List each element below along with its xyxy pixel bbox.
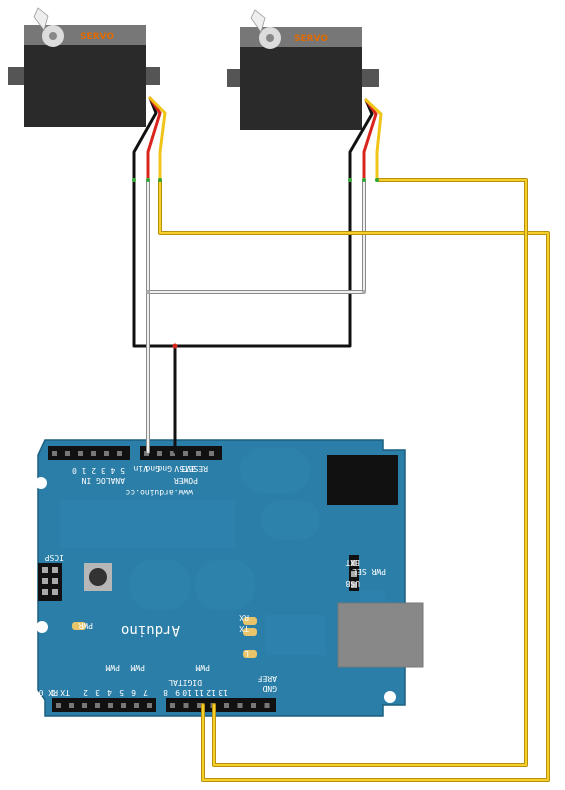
header-pin <box>56 703 61 708</box>
usb-label: USB <box>345 579 360 588</box>
servo-label: SERVO <box>80 32 114 42</box>
board-url: www.arduino.cc <box>125 488 193 497</box>
digital-pin-label: TX 1 <box>51 688 70 697</box>
header-pin <box>157 451 162 456</box>
power-label: POWER <box>174 476 198 485</box>
arduino-board <box>35 439 406 717</box>
digital-pin-label: 8 <box>163 688 168 697</box>
analog-pin-numbers: 5 4 3 2 1 0 <box>72 466 125 475</box>
aref-label: AREF <box>258 674 277 683</box>
board-name: Arduino <box>121 622 180 638</box>
digital-pin-label: 13 <box>218 688 228 697</box>
servo-1: SERVO <box>8 7 160 127</box>
power-jack <box>327 455 398 505</box>
header-pin <box>183 451 188 456</box>
power-pin-label: 3V3 <box>181 464 196 473</box>
icsp-label: ICSP <box>45 553 64 562</box>
header-pin <box>121 703 126 708</box>
rx-label: RX <box>239 613 249 622</box>
power-pin-label: 5V <box>174 464 184 473</box>
header-pin <box>82 703 87 708</box>
power-wire <box>146 178 366 294</box>
header-pin <box>91 451 96 456</box>
servo-2-yellow-lead <box>364 98 383 182</box>
servo-1-black-lead <box>132 96 158 182</box>
servo-2: SERVO <box>227 9 379 130</box>
pwm-label: PWM <box>130 663 145 672</box>
l-label: L <box>244 649 249 658</box>
digital-pin-label: 5 <box>119 688 124 697</box>
pwr-sel-jumper[interactable] <box>349 555 359 591</box>
header-pin <box>134 703 139 708</box>
digital-header-high <box>166 698 276 712</box>
pwm-label: PWM <box>195 663 210 672</box>
digital-header-low <box>52 698 156 712</box>
mount-hole <box>35 477 47 489</box>
reset-button-cap[interactable] <box>89 568 107 586</box>
power-header <box>140 446 222 460</box>
header-pin <box>209 451 214 456</box>
header-pin <box>95 703 100 708</box>
mount-hole <box>384 691 396 703</box>
power-pin-label: RESET <box>184 464 208 473</box>
icsp-header <box>38 563 62 601</box>
header-pin <box>251 703 256 708</box>
ground-wire <box>132 178 352 348</box>
header-pin <box>117 451 122 456</box>
digital-pin-label: 3 <box>95 688 100 697</box>
header-pin <box>183 703 189 708</box>
servo-1-red-lead <box>146 96 162 182</box>
analog-in-label: ANALOG IN <box>81 476 125 485</box>
header-pin <box>144 451 149 456</box>
power-pin-label: Gnd <box>145 464 160 473</box>
digital-pin-label: RX 0 <box>39 688 58 697</box>
header-pin <box>69 703 74 708</box>
servo-2-red-lead <box>362 98 378 182</box>
digital-pin-label: 2 <box>83 688 88 697</box>
mount-hole <box>36 621 48 633</box>
digital-pin-label: 11 <box>194 688 204 697</box>
usb-port <box>337 602 424 668</box>
ext-label: EXT <box>345 558 360 567</box>
wire-junctions <box>132 178 379 349</box>
digital-label: DIGITAL <box>168 678 202 687</box>
header-pin <box>170 451 175 456</box>
digital-pin-label: 7 <box>143 688 148 697</box>
led-indicators <box>72 617 257 658</box>
header-pin <box>196 451 201 456</box>
header-pin <box>197 703 202 708</box>
pwm-label: PWM <box>105 663 120 672</box>
pwr-label: PWR <box>78 621 93 630</box>
header-pin <box>224 703 229 708</box>
digital-pin-label: 9 <box>175 688 180 697</box>
tx-label: TX <box>239 624 249 633</box>
power-pin-label: Vin <box>133 464 148 473</box>
header-pin <box>104 451 109 456</box>
digital-pin-label: 6 <box>131 688 136 697</box>
header-pin <box>78 451 83 456</box>
header-pin <box>147 703 152 708</box>
header-pin <box>65 451 70 456</box>
analog-header <box>48 446 130 460</box>
gnd-label: GND <box>262 684 277 693</box>
header-pin <box>264 703 270 708</box>
header-pin <box>52 451 57 456</box>
servo-1-yellow-lead <box>148 96 167 182</box>
header-pin <box>237 703 243 708</box>
pwr-sel-label: PWR SEL <box>352 567 386 576</box>
digital-pin-label: 12 <box>206 688 216 697</box>
header-pin <box>108 703 113 708</box>
servo-label: SERVO <box>294 34 328 44</box>
power-pin-label: Gnd <box>157 464 172 473</box>
digital-pin-label: 10 <box>182 688 192 697</box>
digital-pin-label: 4 <box>107 688 112 697</box>
header-pin <box>170 703 175 708</box>
servo-2-black-lead <box>348 98 374 182</box>
